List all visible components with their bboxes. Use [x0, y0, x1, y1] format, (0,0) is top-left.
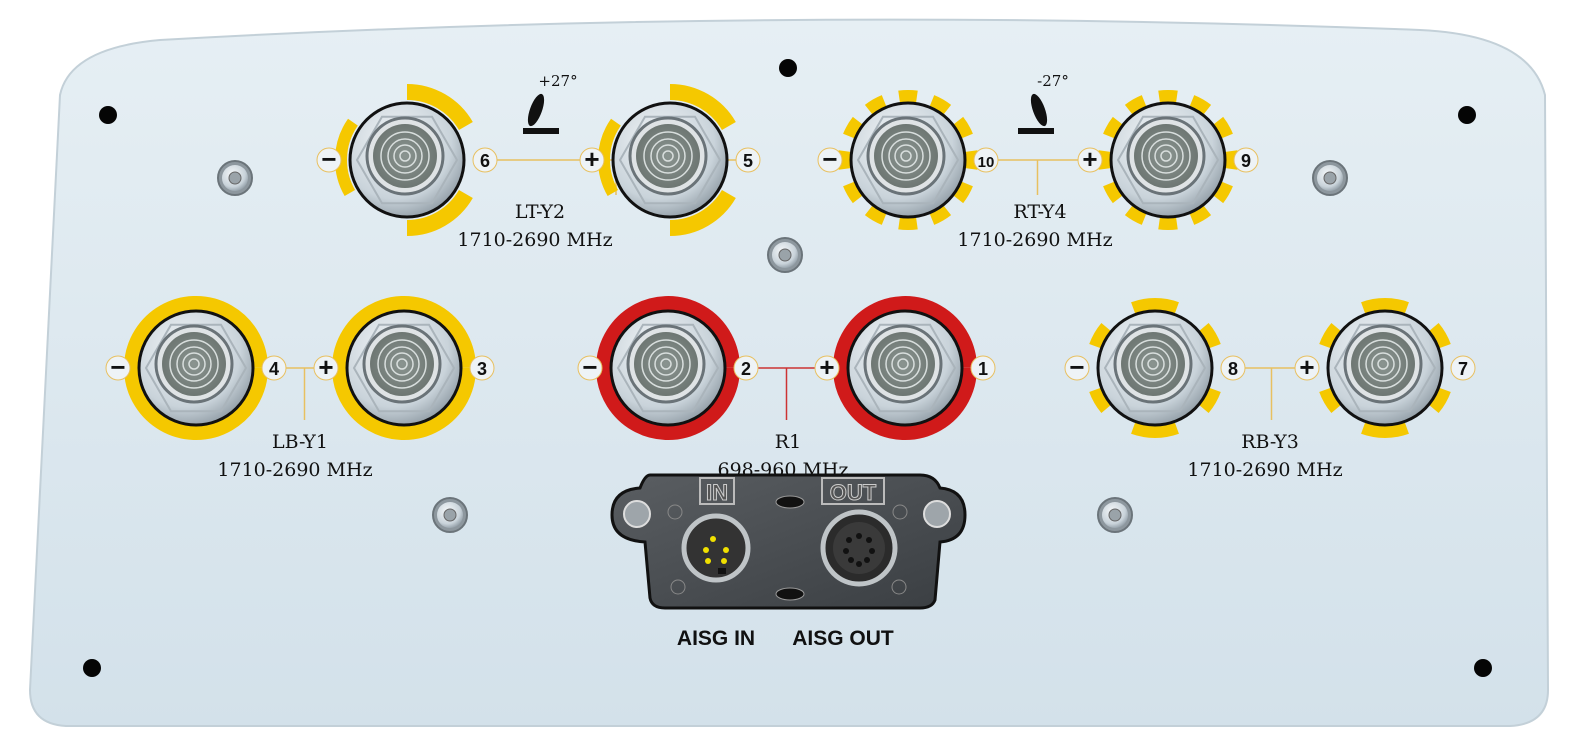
aisg-plate: IN OUT [610, 473, 967, 610]
mounting-hole-icon [1474, 659, 1492, 677]
band-ring [1319, 298, 1451, 438]
group-name: LT-Y2 [515, 201, 565, 223]
group-name: RB-Y3 [1241, 431, 1299, 453]
port-number: 3 [477, 359, 487, 379]
minus-icon: − [1069, 352, 1084, 382]
rf-ports: −6+5−10+9−4+3−2+1−8+7 [105, 84, 1476, 440]
minus-icon: − [582, 352, 597, 382]
hex-screw-icon [1097, 497, 1133, 533]
plus-icon: + [318, 352, 333, 382]
mounting-hole-icon [99, 106, 117, 124]
aisg-out-label: AISG OUT [792, 627, 894, 650]
rf-port-5[interactable]: +5 [579, 84, 761, 236]
group-name: RT-Y4 [1013, 201, 1066, 223]
frequency-band: 1710-2690 MHz [1187, 459, 1342, 481]
rf-port-2[interactable]: −2 [577, 295, 759, 440]
port-number: 6 [480, 151, 490, 171]
tilt-indicator: -27° [1018, 72, 1069, 134]
port-number: 7 [1458, 359, 1468, 379]
rf-port-1[interactable]: +1 [814, 295, 996, 440]
tilt-indicator: +27° [523, 72, 578, 134]
band-ring [838, 90, 978, 230]
band-ring [1089, 298, 1221, 438]
minus-icon: − [110, 352, 125, 382]
plate-screw-icon [670, 579, 686, 595]
aisg-in-label: AISG IN [677, 627, 755, 650]
plus-icon: + [1082, 144, 1097, 174]
hex-screw-icon [1312, 160, 1348, 196]
rf-port-9[interactable]: +9 [1077, 90, 1259, 230]
plate-screw-icon [667, 504, 683, 520]
group-name: LB-Y1 [272, 431, 328, 453]
band-ring [596, 295, 740, 440]
port-number: 5 [743, 151, 753, 171]
port-number: 1 [978, 359, 988, 379]
rf-port-10[interactable]: − 10 [817, 90, 999, 230]
hex-screw-icon [432, 497, 468, 533]
minus-icon: − [321, 144, 336, 174]
plate-screw-icon [923, 500, 951, 528]
rf-port-7[interactable]: +7 [1294, 298, 1476, 438]
aisg-out-connector[interactable] [820, 509, 898, 587]
port-number: 8 [1228, 359, 1238, 379]
port-number: 2 [741, 359, 751, 379]
mounting-hole-icon [1458, 106, 1476, 124]
band-ring [124, 295, 268, 440]
plus-icon: + [819, 352, 834, 382]
port-number: 9 [1241, 151, 1251, 171]
antenna-beam-icon [527, 93, 545, 127]
frequency-band: 1710-2690 MHz [957, 229, 1112, 251]
aisg-in-tag: IN [706, 480, 728, 505]
rf-port-4[interactable]: −4 [105, 295, 287, 440]
plate-screw-icon [891, 579, 907, 595]
antenna-beam-icon [1030, 93, 1048, 127]
mounting-hole-icon [83, 659, 101, 677]
plus-icon: + [1299, 352, 1314, 382]
screws [217, 160, 1348, 533]
frequency-band: 1710-2690 MHz [217, 459, 372, 481]
hex-screw-icon [217, 160, 253, 196]
plus-icon: + [584, 144, 599, 174]
tilt-angle: -27° [1037, 72, 1069, 90]
plate-screw-icon [892, 504, 908, 520]
band-ring [833, 295, 977, 440]
mounting-hole-icon [779, 59, 797, 77]
tilt-angle: +27° [538, 72, 577, 90]
aisg-out-tag: OUT [830, 480, 877, 505]
plate-screw-icon [623, 500, 651, 528]
group-name: R1 [775, 431, 801, 453]
rf-port-3[interactable]: +3 [313, 295, 495, 440]
rf-port-6[interactable]: −6 [316, 84, 498, 236]
port-number: 4 [269, 359, 279, 379]
band-ring [332, 295, 476, 440]
frequency-band: 1710-2690 MHz [457, 229, 612, 251]
aisg-in-connector[interactable] [681, 513, 751, 583]
rf-port-8[interactable]: −8 [1064, 298, 1246, 438]
mounting-holes [83, 59, 1492, 677]
port-number: 10 [978, 154, 995, 171]
minus-icon: − [822, 144, 837, 174]
hex-screw-icon [767, 237, 803, 273]
band-ring [1098, 90, 1238, 230]
tilt-indicators: +27° -27° [523, 72, 1069, 134]
